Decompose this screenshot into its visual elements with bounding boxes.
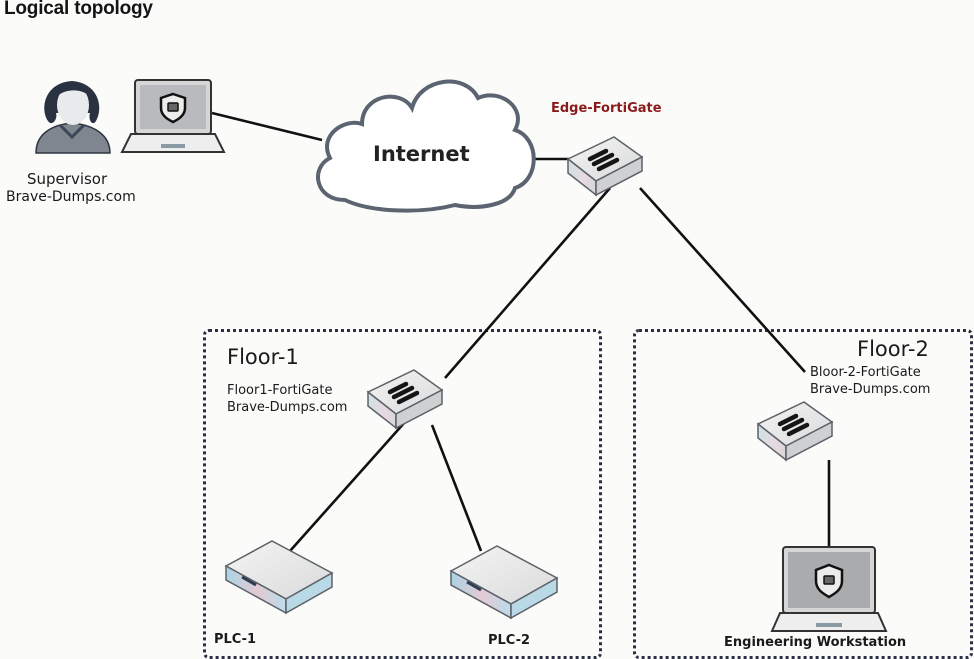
supervisor-avatar-icon — [35, 81, 111, 154]
floor2-fortigate-label: Bloor-2-FortiGate — [810, 365, 921, 380]
link-edge-floor1 — [444, 187, 611, 379]
floor1-watermark: Brave-Dumps.com — [227, 400, 348, 415]
floor-1-zone-label: Floor-1 — [227, 345, 299, 369]
floor-1-zone — [203, 329, 602, 659]
supervisor-label: Supervisor — [27, 170, 108, 188]
plc-1-label: PLC-1 — [214, 632, 257, 647]
link-supervisor-internet — [211, 111, 323, 142]
supervisor-watermark: Brave-Dumps.com — [6, 189, 136, 205]
floor-2-zone — [633, 329, 973, 659]
edge-fortigate-icon[interactable] — [566, 136, 644, 197]
floor1-fortigate-icon[interactable] — [366, 369, 444, 430]
internet-cloud-icon[interactable] — [316, 79, 536, 213]
page-title: Logical topology — [4, 0, 153, 19]
plc-1-icon[interactable] — [224, 540, 334, 615]
link-floor1-plc2 — [430, 424, 483, 552]
edge-fortigate-label: Edge-FortiGate — [551, 101, 662, 116]
floor2-watermark: Brave-Dumps.com — [810, 382, 931, 397]
engineering-workstation-label: Engineering Workstation — [724, 635, 907, 650]
supervisor-laptop-icon[interactable] — [120, 79, 226, 153]
link-floor1-plc1 — [289, 421, 406, 552]
floor-2-zone-label: Floor-2 — [857, 337, 929, 361]
link-edge-floor2 — [639, 187, 806, 373]
internet-label: Internet — [373, 142, 470, 166]
floor2-fortigate-icon[interactable] — [756, 401, 834, 462]
floor1-fortigate-label: Floor1-FortiGate — [227, 383, 333, 398]
engineering-workstation-laptop-icon[interactable] — [770, 546, 888, 632]
plc-2-icon[interactable] — [449, 545, 559, 620]
plc-2-label: PLC-2 — [488, 633, 531, 648]
